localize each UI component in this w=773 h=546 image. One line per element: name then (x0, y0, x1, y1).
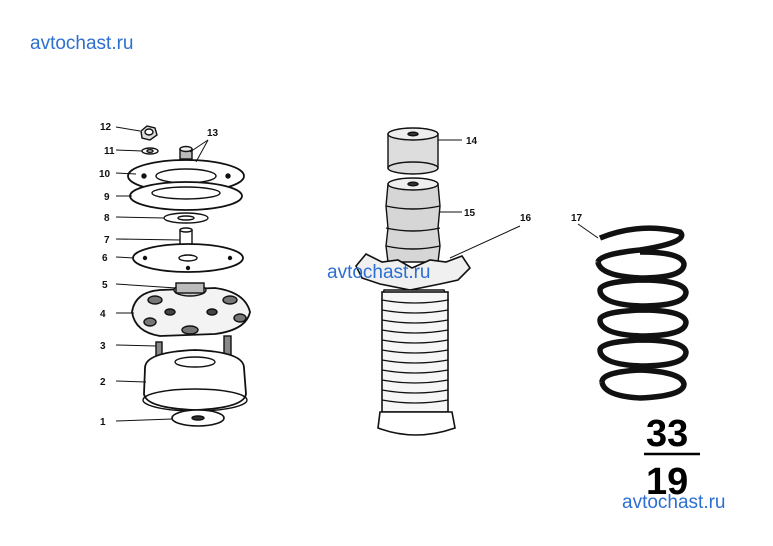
callout-8: 8 (104, 213, 110, 224)
group-number-top: 33 (646, 413, 688, 455)
spring-highlights (611, 265, 673, 361)
callout-14: 14 (466, 136, 478, 147)
part-rubber-mount (131, 282, 251, 337)
part-gasket (132, 243, 244, 273)
part-pad (171, 409, 225, 427)
callout-labels: 12 11 13 10 9 8 7 6 5 4 3 2 1 14 15 16 1… (99, 122, 583, 428)
part-ring (163, 212, 209, 224)
callout-7: 7 (104, 235, 110, 246)
callout-4: 4 (100, 309, 106, 320)
watermark-center: avtochast.ru (327, 262, 431, 283)
part-bump-stop-top (387, 127, 439, 175)
part-small-washer (141, 147, 159, 155)
callout-15: 15 (464, 208, 476, 219)
watermark-bottom-right: avtochast.ru (622, 492, 726, 513)
part-spring-cup (142, 349, 248, 412)
callout-17: 17 (571, 213, 583, 224)
group-number-bottom: 19 (646, 461, 688, 503)
callout-12: 12 (100, 122, 112, 133)
callout-10: 10 (99, 169, 111, 180)
callout-13: 13 (207, 128, 219, 139)
callout-16: 16 (520, 213, 532, 224)
group-number: 33 19 (644, 413, 700, 503)
callout-1: 1 (100, 417, 106, 428)
callout-3: 3 (100, 341, 106, 352)
part-coil-spring (595, 225, 689, 401)
watermark-top-left: avtochast.ru (30, 33, 134, 54)
part-dust-boot (355, 253, 472, 436)
callout-11: 11 (104, 146, 115, 157)
callout-9: 9 (104, 192, 110, 203)
part-nut (140, 125, 158, 141)
part-bump-stop (385, 177, 441, 263)
callout-6: 6 (102, 253, 108, 264)
leader-lines (115, 126, 599, 422)
part-plate (129, 181, 243, 211)
callout-5: 5 (102, 280, 108, 291)
callout-2: 2 (100, 377, 106, 388)
